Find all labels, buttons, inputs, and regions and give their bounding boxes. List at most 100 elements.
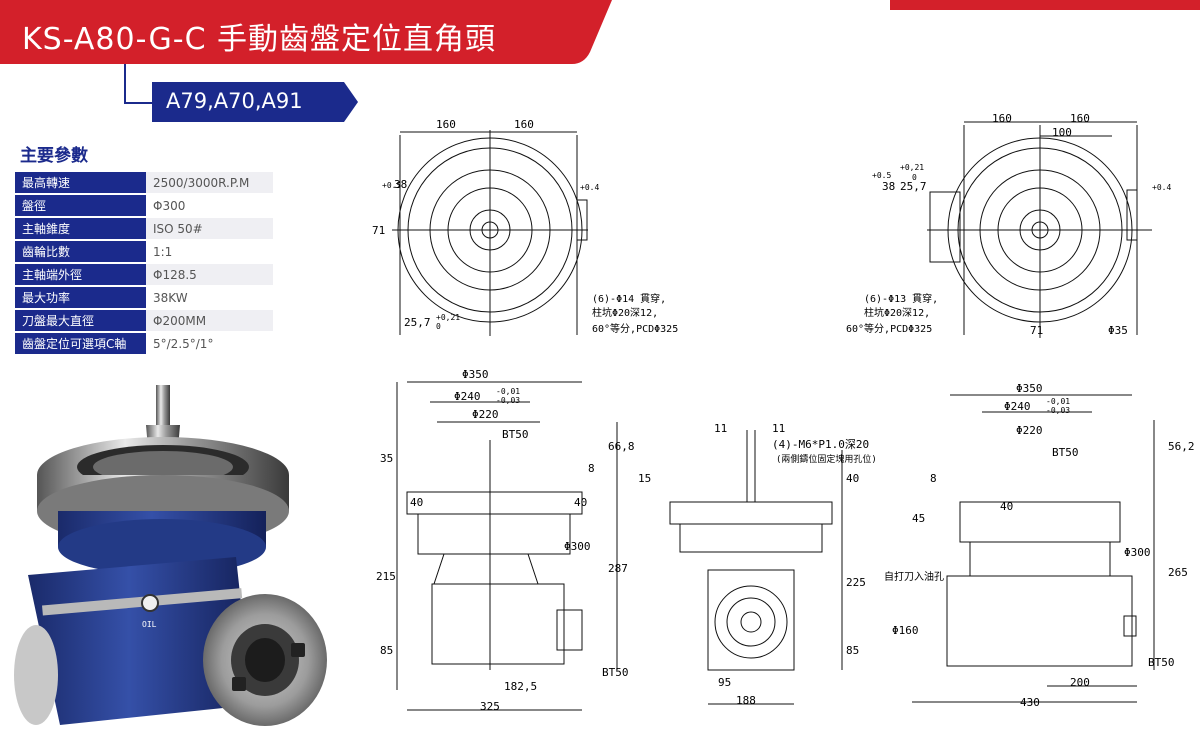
dim-label: 8	[930, 472, 937, 485]
param-value: Φ128.5	[146, 264, 273, 285]
param-label: 齒盤定位可選項C軸	[15, 333, 146, 354]
dim-label: 15	[638, 472, 651, 485]
dim-label: 71	[372, 224, 385, 237]
dim-label: 38	[882, 180, 895, 193]
param-label: 主軸錐度	[15, 218, 146, 239]
dim-label: 25,7	[900, 180, 927, 193]
dim-label: -0,03	[1046, 406, 1070, 415]
dim-label: +0.4	[580, 183, 599, 192]
note-label: (4)-M6*P1.0深20	[772, 438, 869, 451]
dim-label: 160	[436, 118, 456, 131]
note-label: (6)-Φ13 貫穿,	[864, 292, 938, 305]
dim-label: -0,01	[496, 387, 520, 396]
dim-label: 40	[574, 496, 587, 509]
dim-label: 40	[846, 472, 859, 485]
model-tag	[152, 82, 358, 122]
dim-label: -0,03	[496, 396, 520, 405]
note-label: 60°等分,PCDΦ325	[592, 322, 678, 335]
title-banner	[0, 0, 612, 64]
dim-label: 85	[380, 644, 393, 657]
dim-label: +0.5	[872, 171, 891, 180]
note-label: (6)-Φ14 貫穿,	[592, 292, 666, 305]
dim-label: 45	[912, 512, 925, 525]
dim-label: 71	[1030, 324, 1043, 337]
top-rule	[890, 0, 1200, 10]
technical-drawings: 160 160 71 +0.5 38 +0.4 25,7 +0,21 0 (6)…	[372, 112, 1195, 713]
dim-label: 225	[846, 576, 866, 589]
model-list: A79,A70,A91	[166, 89, 303, 113]
dim-label: -0,01	[1046, 397, 1070, 406]
dim-label: 0	[436, 322, 441, 331]
param-value: Φ300	[146, 195, 273, 216]
param-value: 38KW	[146, 287, 273, 308]
param-value: 5°/2.5°/1°	[146, 333, 273, 354]
dim-label: 85	[846, 644, 859, 657]
dim-label: +0.5	[382, 181, 401, 190]
dim-label: 38	[394, 178, 407, 191]
dim-label: 11	[714, 422, 727, 435]
note-label: (兩側鑄位固定塊用孔位)	[776, 453, 877, 465]
dim-label: 0	[912, 173, 917, 182]
dim-label: 215	[376, 570, 396, 583]
dim-label: BT50	[502, 428, 529, 441]
dim-label: Φ240	[1004, 400, 1031, 413]
dim-label: 25,7	[404, 316, 431, 329]
title-connector	[124, 64, 162, 104]
dim-label: 40	[410, 496, 423, 509]
dim-label: +0,21	[900, 163, 924, 172]
note-label: 自打刀入油孔	[884, 570, 944, 583]
dim-label: 160	[992, 112, 1012, 125]
dim-label: Φ300	[1124, 546, 1151, 559]
dim-label: 325	[480, 700, 500, 713]
dim-label: 35	[380, 452, 393, 465]
dim-label: +0.4	[1152, 183, 1171, 192]
param-label: 主軸端外徑	[15, 264, 146, 285]
dim-label: 160	[514, 118, 534, 131]
param-label: 刀盤最大直徑	[15, 310, 146, 331]
dim-label: 160	[1070, 112, 1090, 125]
param-value: 1:1	[146, 241, 273, 262]
param-value: ISO 50#	[146, 218, 273, 239]
note-label: 60°等分,PCDΦ325	[846, 322, 932, 335]
dim-label: Φ240	[454, 390, 481, 403]
dim-label: BT50	[602, 666, 629, 679]
dim-label: Φ350	[1016, 382, 1043, 395]
dim-label: 188	[736, 694, 756, 707]
dim-label: BT50	[1052, 446, 1079, 459]
dim-label: 265	[1168, 566, 1188, 579]
param-value: Φ200MM	[146, 310, 273, 331]
dim-label: Φ35	[1108, 324, 1128, 337]
dim-label: BT50	[1148, 656, 1175, 669]
dim-label: 430	[1020, 696, 1040, 709]
params-title: 主要參數	[20, 146, 88, 166]
dim-label: Φ300	[564, 540, 591, 553]
dim-label: Φ220	[472, 408, 499, 421]
note-label: 柱坑Φ20深12,	[864, 306, 930, 319]
dim-label: 11	[772, 422, 785, 435]
page-title: KS-A80-G-C 手動齒盤定位直角頭	[22, 22, 497, 57]
dim-label: 287	[608, 562, 628, 575]
dim-label: 8	[588, 462, 595, 475]
note-label: 柱坑Φ20深12,	[592, 306, 658, 319]
param-label: 最大功率	[15, 287, 146, 308]
dim-label: 100	[1052, 126, 1072, 139]
dim-label: 66,8	[608, 440, 635, 453]
dim-label: 56,2	[1168, 440, 1195, 453]
dim-label: +0,21	[436, 313, 460, 322]
oil-label: OIL	[142, 620, 157, 629]
dim-label: 182,5	[504, 680, 537, 693]
dim-label: Φ220	[1016, 424, 1043, 437]
dim-label: Φ350	[462, 368, 489, 381]
dim-label: 200	[1070, 676, 1090, 689]
param-label: 最高轉速	[15, 172, 146, 193]
product-photo: OIL	[14, 385, 327, 726]
dim-label: 40	[1000, 500, 1013, 513]
